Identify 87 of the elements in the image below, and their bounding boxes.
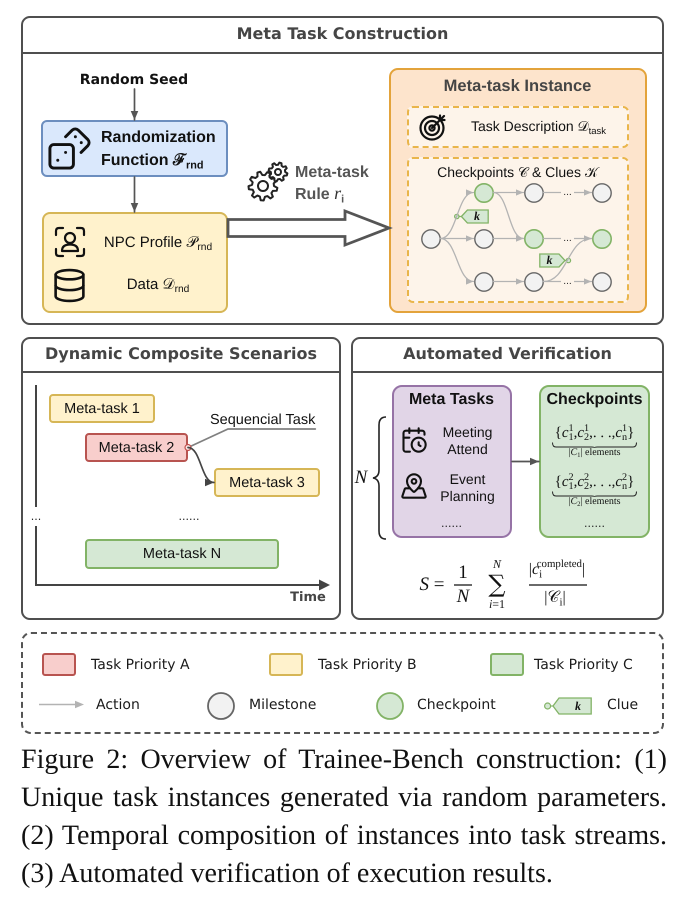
math-text: {c$_{1}$$^{2}$,c$_{2}$$^{2}$,. . .,c$_{n}$$^{2}$}: [554, 474, 634, 491]
legend-label: Task Priority B: [318, 656, 417, 674]
box-label: NPC Profile 𝒫$_{rnd}$: [104, 232, 212, 252]
arrow: [492, 192, 524, 240]
arrow: [130, 176, 138, 213]
arrow: [440, 191, 474, 240]
formula-text: ∑: [488, 571, 506, 597]
legend-label: Task Priority A: [91, 656, 190, 674]
formula-text: N: [492, 558, 501, 570]
clue-tag: [538, 252, 570, 268]
formula-text: N: [456, 587, 470, 607]
clue-label: k: [474, 209, 480, 223]
milestone-circle: [592, 272, 612, 292]
checkpoint-circle: [524, 228, 544, 248]
panel: [21, 337, 341, 620]
math-text: |C$_{1}$| elements: [568, 447, 621, 458]
checkpoint-box: [539, 385, 650, 538]
box-label: Meta-task 1: [64, 400, 140, 418]
instance-panel: [389, 68, 647, 313]
box-label: ......: [584, 518, 605, 530]
arrow: [542, 236, 592, 282]
clue-tag: [454, 208, 488, 224]
box-label: Meta-task 3: [229, 474, 305, 492]
formula-text: S =: [420, 575, 444, 595]
box-label: Data 𝒟$_{rnd}$: [126, 274, 190, 294]
figure-caption: Figure 2: Overview of Trainee-Bench construction: (1) Unique task instances generated via random parameters. (2) Temporal composition of instances into task streams. (3) Automated verification of execution results.: [21, 743, 667, 891]
block-arrow: [226, 208, 393, 248]
checkpoint-circle: [592, 228, 612, 248]
box-label: Meeting Attend: [442, 424, 494, 458]
legend-label: Task Priority C: [534, 656, 633, 674]
math-text: |C$_{2}$| elements: [568, 496, 621, 507]
formula-text: 1: [458, 563, 468, 583]
description-box: [406, 106, 628, 148]
task-box: [85, 433, 188, 462]
panel-title: Automated Verification: [403, 344, 612, 364]
task-list-box: [392, 385, 512, 538]
milestone-circle: [474, 228, 494, 248]
box-title: Meta-task Instance: [444, 76, 592, 96]
arrow: [542, 189, 592, 196]
ellipsis: ...: [30, 510, 42, 522]
box-label: Randomization Function ℱ$_{rnd}$: [101, 128, 217, 172]
clue-label: k: [575, 699, 581, 713]
arrow: [130, 88, 138, 121]
arrow: [492, 278, 524, 285]
arrow: [492, 235, 524, 242]
legend-label: Clue: [607, 696, 638, 714]
box-label: Meta-task 2: [98, 438, 174, 456]
box-label: Event Planning: [439, 470, 496, 504]
formula-text: |c$_{i}$$^{completed}$|: [528, 560, 586, 578]
legend-label: Checkpoint: [417, 696, 496, 714]
math-text: {c$_{1}$$^{1}$,c$_{2}$$^{1}$,. . .,c$_{n}$$^{1}$}: [554, 425, 634, 442]
ellipsis: ......: [178, 510, 200, 522]
legend-label: Action: [96, 696, 140, 714]
box-label: Task Description 𝒟$_{task}$: [470, 117, 606, 136]
node-label: Sequencial Task: [210, 411, 316, 429]
arrow: [187, 446, 215, 484]
milestone-circle: [524, 272, 544, 292]
box-label: Meta-task N: [142, 545, 222, 563]
milestone-circle: [474, 272, 494, 292]
checkpoint-circle: [474, 182, 494, 202]
task-box: [49, 394, 155, 423]
panel-title: Dynamic Composite Scenarios: [45, 344, 317, 364]
leader-line: [184, 428, 316, 452]
box-title: Checkpoints 𝒞 & Clues 𝒦: [437, 163, 598, 182]
milestone-circle: [420, 228, 440, 248]
panel: [351, 337, 664, 620]
clue-label: k: [546, 253, 552, 267]
formula-text: i=1: [488, 598, 506, 610]
panel-title: Meta Task Construction: [236, 24, 448, 44]
milestone-circle: [524, 182, 544, 202]
formula-text: |𝒞$_{i}$|: [544, 589, 566, 607]
box-label: ......: [441, 518, 462, 530]
arrow: [440, 238, 474, 283]
box-title: Meta Tasks: [408, 390, 494, 410]
data-box: [42, 212, 228, 313]
panel: [21, 16, 664, 325]
milestone-circle: [592, 182, 612, 202]
box-title: Checkpoints: [546, 390, 642, 410]
arrow: [511, 458, 540, 466]
axis-label: Time: [290, 590, 326, 606]
task-box: [214, 468, 320, 497]
math-text: N: [354, 468, 368, 488]
graph-box: [406, 156, 628, 302]
process-box: [41, 120, 228, 177]
task-box: [85, 539, 279, 569]
legend-label: Milestone: [249, 696, 316, 714]
node-label: Random Seed: [80, 71, 188, 89]
